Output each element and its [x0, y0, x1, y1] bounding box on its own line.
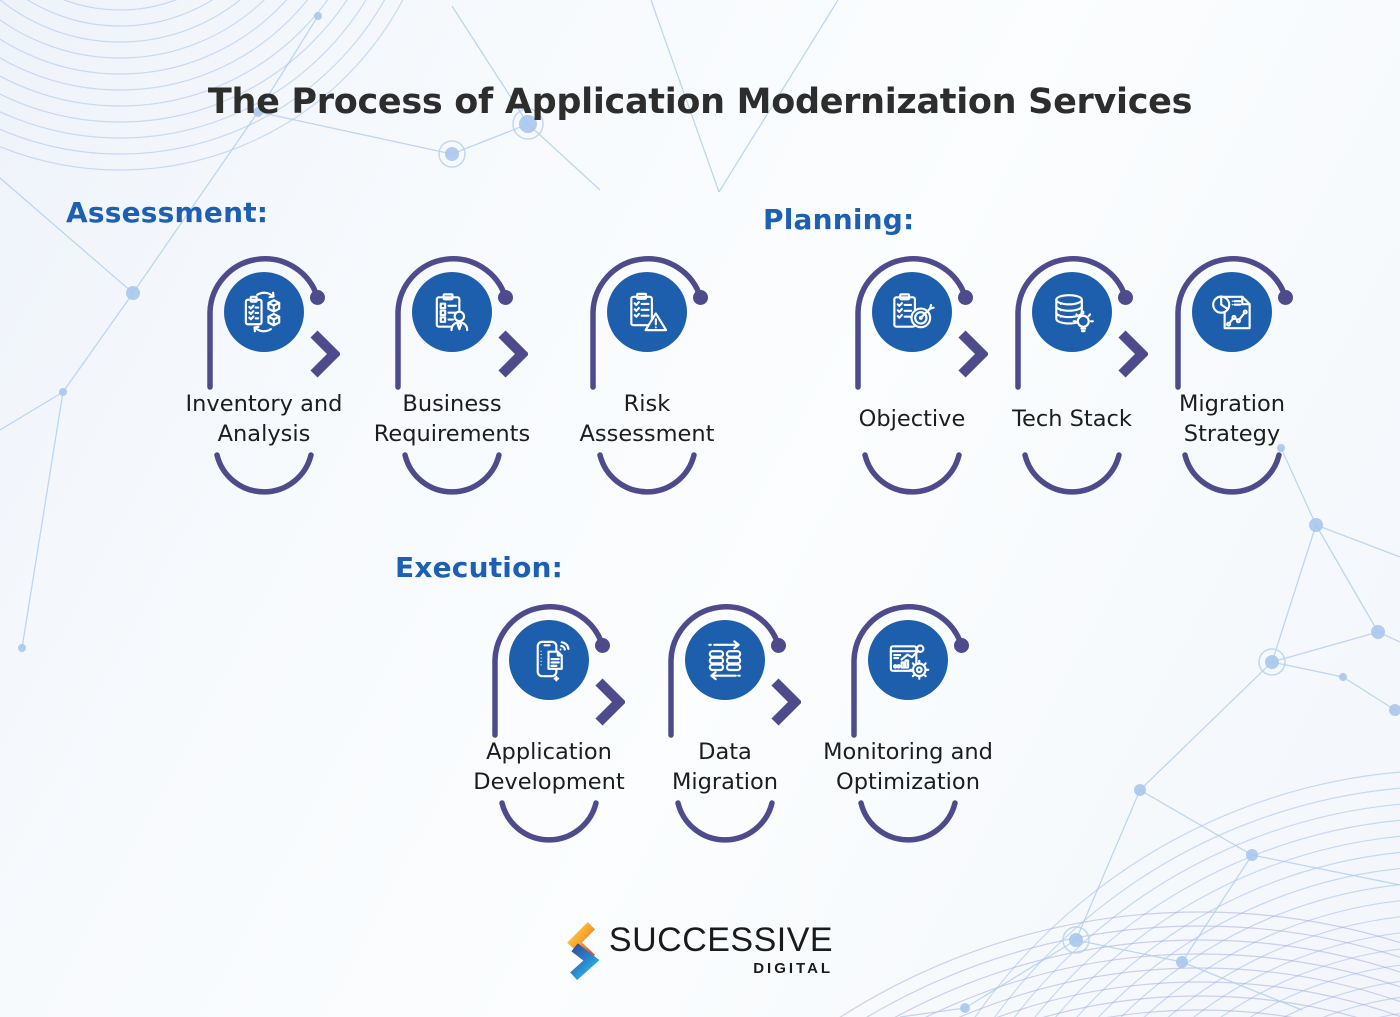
- infographic-title: The Process of Application Modernization…: [207, 82, 1193, 122]
- capsule-end-dot: [958, 290, 973, 305]
- dashboard-gear-icon: [889, 644, 930, 680]
- capsule-end-dot: [771, 638, 786, 653]
- step-capsule-outline: [1015, 256, 1133, 495]
- capsule-end-dot: [954, 638, 969, 653]
- document-pie-chart-icon: [1212, 295, 1251, 330]
- capsule-end-dot: [1278, 290, 1293, 305]
- capsule-end-dot: [1118, 290, 1133, 305]
- step-icon-circle: [607, 272, 687, 352]
- section-heading-planning: Planning:: [763, 203, 915, 236]
- section-heading-assessment: Assessment:: [66, 196, 269, 229]
- capsule-end-dot: [693, 290, 708, 305]
- database-bulb-icon: [1055, 294, 1094, 333]
- capsule-end-dot: [310, 290, 325, 305]
- next-step-chevron-icon: [498, 330, 528, 378]
- step-capsule-outline: [1175, 256, 1293, 495]
- step-icon-circle: [224, 272, 304, 352]
- step-capsule-outline: [207, 256, 325, 495]
- clipboard-person-icon: [435, 293, 469, 332]
- section-heading-execution: Execution:: [395, 551, 564, 584]
- next-step-chevron-icon: [310, 330, 340, 378]
- clipboard-warning-icon: [630, 292, 668, 332]
- step-capsule-outline: [395, 256, 513, 495]
- next-step-chevron-icon: [595, 678, 625, 726]
- next-step-chevron-icon: [958, 330, 988, 378]
- successive-logo-mark-icon: [567, 922, 599, 980]
- step-capsule-outline: [668, 604, 786, 843]
- step-capsule-outline: [590, 256, 708, 495]
- phone-document-icon: [536, 640, 570, 682]
- process-step-objective: Objective: [807, 245, 1017, 497]
- logo-subtitle: DIGITAL: [753, 960, 834, 978]
- clipboard-boxes-sync-icon: [244, 291, 281, 333]
- clipboard-target-icon: [893, 293, 935, 329]
- step-icon-circle: [685, 620, 765, 700]
- capsule-end-dot: [498, 290, 513, 305]
- step-capsule-outline: [492, 604, 610, 843]
- step-icon-circle: [1032, 272, 1112, 352]
- successive-digital-logo: SUCCESSIVE DIGITAL: [0, 921, 1400, 980]
- logo-name: SUCCESSIVE: [608, 921, 834, 959]
- next-step-chevron-icon: [771, 678, 801, 726]
- next-step-chevron-icon: [1118, 330, 1148, 378]
- database-transfer-icon: [708, 640, 742, 681]
- step-icon-circle: [1192, 272, 1272, 352]
- process-step-label: Objective: [858, 406, 966, 433]
- step-icon-circle: [872, 272, 952, 352]
- capsule-end-dot: [595, 638, 610, 653]
- step-capsule-outline: [855, 256, 973, 495]
- step-capsule-outline: [851, 604, 969, 843]
- process-step-tech-stack: Tech Stack: [967, 245, 1177, 497]
- process-step-label: Tech Stack: [1012, 406, 1132, 433]
